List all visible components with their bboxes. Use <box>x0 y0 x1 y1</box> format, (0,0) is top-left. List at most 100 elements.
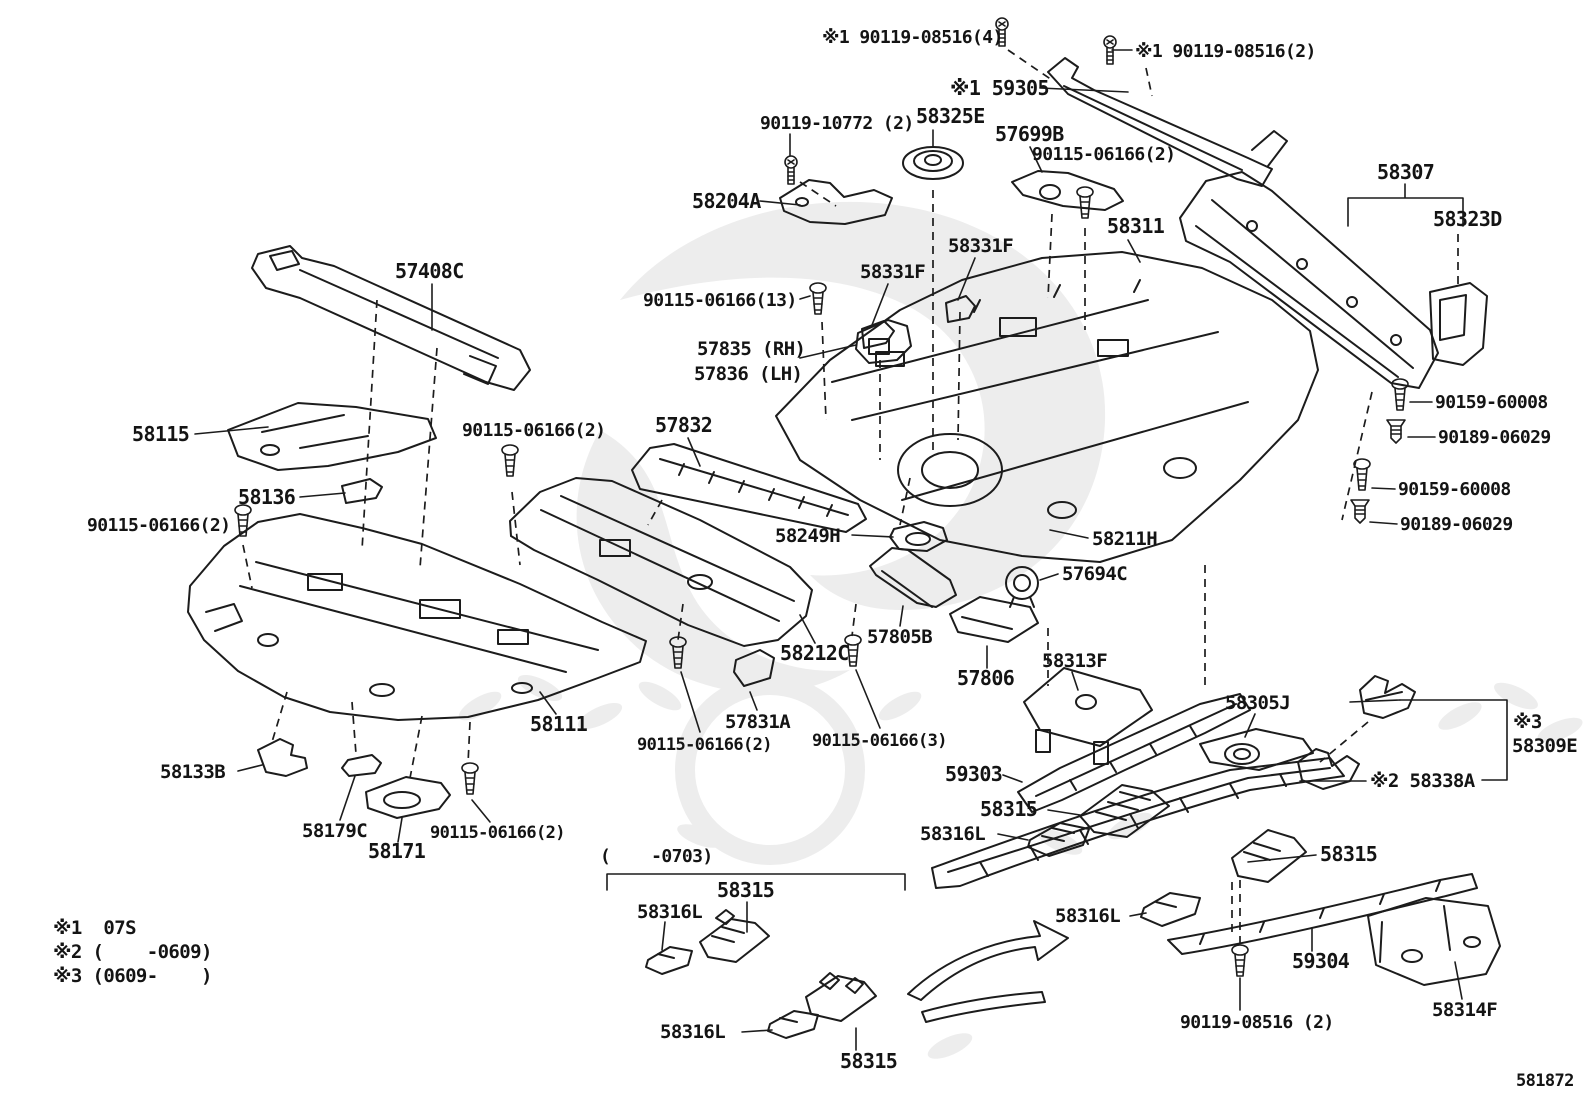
screw-icon <box>809 282 827 315</box>
part-label-57699b: 57699B <box>995 122 1064 146</box>
part-rail-segment <box>921 991 1046 1023</box>
part-58204a-bracket <box>779 179 893 225</box>
part-label-57832: 57832 <box>655 413 712 437</box>
part-58338a-bracket <box>1297 748 1360 790</box>
part-59305-rail <box>1047 57 1288 187</box>
part-58315-reinforcement <box>805 972 877 1022</box>
part-label-57835rh: 57835 (RH) <box>697 338 805 360</box>
part-58212c-center-floor-crossmember <box>509 477 813 647</box>
part-rear-side-rail-assembly <box>931 757 1345 889</box>
part-label-57836lh: 57836 (LH) <box>694 363 802 385</box>
part-label-58311: 58311 <box>1107 214 1165 238</box>
part-57408c-crossmember <box>251 245 531 391</box>
part-label-57408c: 57408C <box>395 259 464 283</box>
screw-icon <box>501 444 519 477</box>
part-58111-front-floor-pan <box>187 513 647 721</box>
part-label-58314f: 58314F <box>1432 999 1497 1021</box>
legend-line-1: ※1 07S <box>53 917 136 939</box>
part-label-58331f: 58331F <box>860 261 925 283</box>
part-label-58133b: 58133B <box>160 761 225 783</box>
part-59304-rail <box>1167 873 1478 955</box>
part-label-58249h: 58249H <box>775 525 840 547</box>
part-label-90119085162: 90119-08516 (2) <box>1180 1012 1334 1033</box>
part-57835-bracket <box>855 319 912 364</box>
bolt-icon <box>784 155 798 185</box>
part-label-9018906029: 90189-06029 <box>1400 514 1513 535</box>
part-label-58305j: 58305J <box>1225 692 1290 714</box>
part-label-90115061662: 90115-06166(2) <box>637 735 772 755</box>
part-label-58325e: 58325E <box>916 104 985 128</box>
part-label-58315: 58315 <box>980 797 1037 821</box>
screw-icon <box>1353 458 1371 491</box>
part-label-58136: 58136 <box>238 485 295 509</box>
parts-line-art <box>187 57 1501 1039</box>
part-58313f-bracket <box>1023 667 1153 765</box>
legend-line-3: ※3 (0609- ) <box>53 965 212 987</box>
part-57806-pad <box>949 596 1039 643</box>
part-57831a-wedge <box>733 649 775 687</box>
part-label-258338a: ※2 58338A <box>1370 770 1476 792</box>
part-label-9015960008: 90159-60008 <box>1398 479 1511 500</box>
part-label-159305: ※1 59305 <box>950 76 1049 100</box>
part-label-58212c: 58212C <box>780 641 849 665</box>
part-label-58179c: 58179C <box>302 820 367 842</box>
part-57832-crossmember <box>631 443 867 533</box>
part-58316l-reinforcement <box>1140 892 1201 927</box>
part-label-58315: 58315 <box>1320 842 1377 866</box>
part-label-90115061663: 90115-06166(3) <box>812 731 947 751</box>
part-label-901150616613: 90115-06166(13) <box>643 290 797 311</box>
part-label-57831a: 57831A <box>725 711 791 733</box>
part-58325e-plug <box>902 146 964 180</box>
part-58316l-reinforcement <box>767 1010 819 1039</box>
part-58171-pan <box>365 776 451 819</box>
direction-arrow <box>907 920 1069 1001</box>
part-label-58316l: 58316L <box>637 901 702 923</box>
part-58323d-panel <box>1429 282 1488 366</box>
part-label-57805b: 57805B <box>867 626 932 648</box>
part-58179c-bracket <box>341 754 382 777</box>
part-58309e-bracket <box>1359 675 1416 719</box>
part-label-90115061662: 90115-06166(2) <box>87 515 230 536</box>
part-label-90119107722: 90119-10772 (2) <box>760 113 914 134</box>
part-58307-rear-upper-panel <box>1179 171 1439 389</box>
part-label-59303: 59303 <box>945 762 1002 786</box>
part-label-57694c: 57694C <box>1062 563 1127 585</box>
part-58315-reinforcement <box>1231 829 1307 883</box>
screw-icon <box>1076 186 1094 219</box>
part-label-58309e: 58309E <box>1512 735 1577 757</box>
part-57694c-grommet <box>1005 566 1039 608</box>
part-label-9015960008: 90159-60008 <box>1435 392 1548 413</box>
part-58331f-bracket <box>945 295 976 323</box>
part-label-58315: 58315 <box>717 878 774 902</box>
part-label-58115: 58115 <box>132 422 189 446</box>
part-59303-rail <box>1017 693 1251 813</box>
part-58305j-plate <box>1199 728 1314 771</box>
part-58115-floor-side-panel <box>227 402 437 471</box>
part-58133b-bracket <box>257 738 308 777</box>
part-58315-reinforcement <box>1079 784 1170 838</box>
projection-lines <box>242 49 1459 945</box>
part-label-58313f: 58313F <box>1042 650 1107 672</box>
watermark-graphic <box>458 201 1583 1059</box>
part-label-58323d: 58323D <box>1433 207 1502 231</box>
part-57805b-pad <box>869 547 957 608</box>
part-58311-rear-floor-pan <box>775 251 1319 563</box>
part-label-58315: 58315 <box>840 1049 897 1073</box>
part-label-58331f: 58331F <box>948 235 1013 257</box>
part-label-58111: 58111 <box>530 712 588 736</box>
part-label-58316l: 58316L <box>660 1021 725 1043</box>
legend-line-2: ※2 ( -0609) <box>53 941 212 963</box>
part-label-58307: 58307 <box>1377 160 1434 184</box>
part-58316l-reinforcement <box>645 946 693 975</box>
screw-icon <box>1231 944 1249 977</box>
push-clip-icon <box>1350 499 1370 524</box>
part-label-190119085162: ※1 90119-08516(2) <box>1135 41 1316 62</box>
part-label-90115061662: 90115-06166(2) <box>1032 144 1175 165</box>
part-label-90115061662: 90115-06166(2) <box>462 420 605 441</box>
leader-lines <box>194 49 1508 1051</box>
part-label-3: ※3 <box>1513 711 1542 733</box>
part-label-0703: ( -0703) <box>600 846 713 867</box>
part-label-190119085164: ※1 90119-08516(4) <box>822 27 1003 48</box>
part-58315-reinforcement <box>699 909 770 963</box>
